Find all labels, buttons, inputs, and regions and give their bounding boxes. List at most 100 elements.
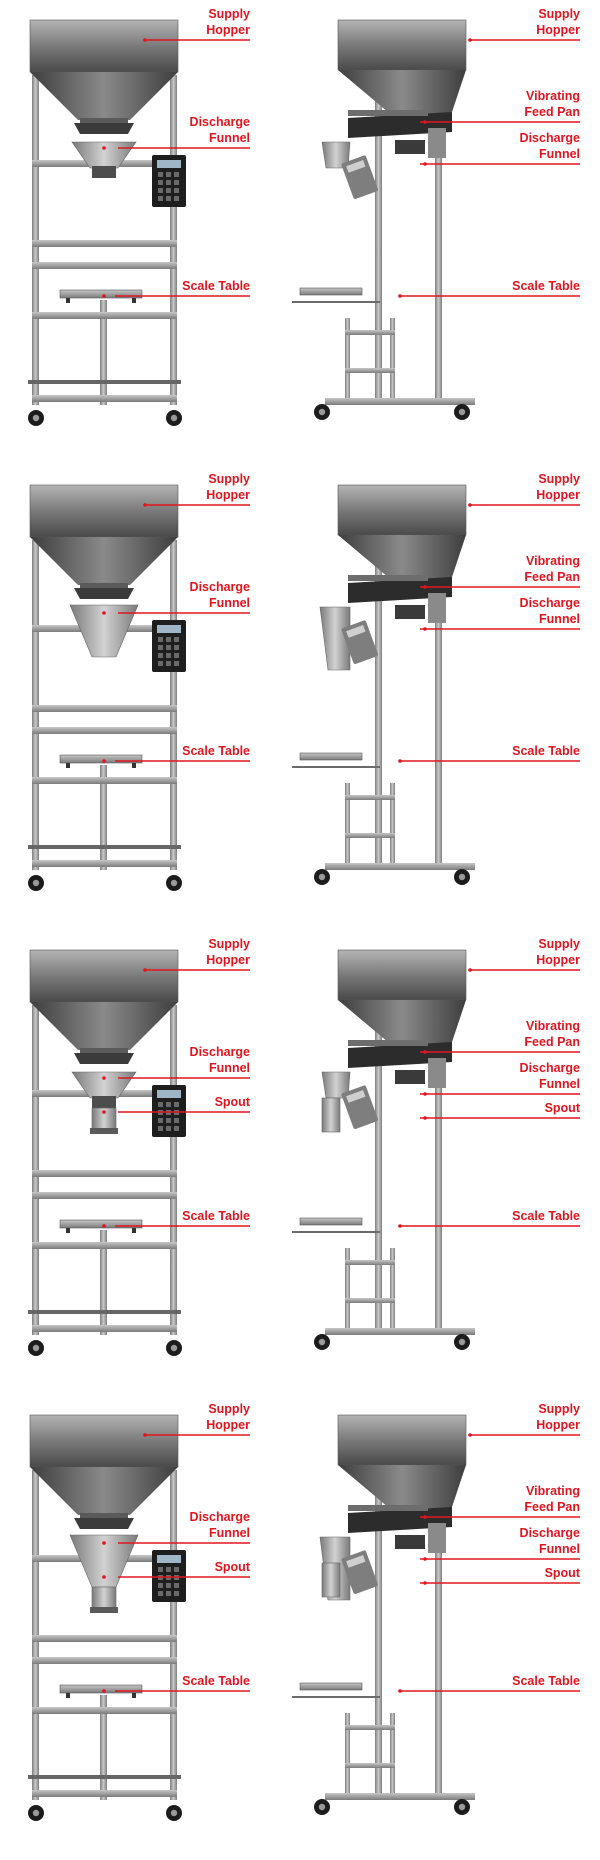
callout-label: Scale Table xyxy=(512,279,580,293)
callout-dot xyxy=(398,759,402,763)
callout-label: Funnel xyxy=(209,1061,250,1075)
control-panel-key xyxy=(174,1118,179,1123)
caster-hub xyxy=(33,1810,39,1816)
control-panel-key xyxy=(166,1567,171,1572)
callout-dot xyxy=(102,1575,106,1579)
caster-hub xyxy=(319,409,325,415)
callout-label: Hopper xyxy=(206,23,250,37)
panel-side-row-1: SupplyHopperVibratingFeed PanDischargeFu… xyxy=(292,472,580,885)
callout-label: Funnel xyxy=(209,596,250,610)
callout-label: Spout xyxy=(215,1560,251,1574)
caster-right xyxy=(166,1340,182,1356)
control-panel-key xyxy=(174,1583,179,1588)
callout-label: Hopper xyxy=(206,1418,250,1432)
supply-hopper-box xyxy=(30,1415,178,1467)
callout-dot xyxy=(102,611,106,615)
caster-hub xyxy=(171,415,177,421)
frame-crossbar xyxy=(32,312,177,319)
panel-side-row-0: SupplyHopperVibratingFeed PanDischargeFu… xyxy=(292,7,580,420)
callout-label: Feed Pan xyxy=(524,1035,580,1049)
caster-hub xyxy=(171,1345,177,1351)
control-panel-display xyxy=(157,1090,181,1098)
control-panel-key xyxy=(174,1102,179,1107)
frame-base-bar xyxy=(325,1328,475,1335)
frame-crossbar xyxy=(32,1170,177,1177)
callout-label: Feed Pan xyxy=(524,1500,580,1514)
funnel-gate xyxy=(92,166,116,178)
control-panel-display xyxy=(157,160,181,168)
control-panel-key xyxy=(166,1583,171,1588)
scale-stand-bar xyxy=(345,330,395,335)
supply-hopper-box xyxy=(30,950,178,1002)
callout-dot xyxy=(423,1581,427,1585)
scale-foot xyxy=(66,298,70,303)
feed-tray xyxy=(74,123,134,134)
control-panel-key xyxy=(158,1591,163,1596)
caster-rear xyxy=(454,869,470,885)
callout-label: Discharge xyxy=(520,131,580,145)
callout-dot xyxy=(423,162,427,166)
control-panel-key xyxy=(174,1591,179,1596)
callout-label: Supply xyxy=(538,472,580,486)
feed-pan-lip xyxy=(348,110,428,116)
side-view-machine xyxy=(292,20,475,420)
caster-front xyxy=(314,404,330,420)
callout-label: Scale Table xyxy=(512,1674,580,1688)
feed-tray xyxy=(74,588,134,599)
frame-crossbar xyxy=(32,395,177,402)
callout-dot xyxy=(468,1433,472,1437)
scale-foot xyxy=(132,1693,136,1698)
frame-crossbar xyxy=(32,1635,177,1642)
callout-dot xyxy=(102,1689,106,1693)
callout-label: Discharge xyxy=(190,580,250,594)
caster-hub xyxy=(459,1804,465,1810)
callout-dot xyxy=(102,1110,106,1114)
control-panel xyxy=(152,155,186,207)
feed-tray xyxy=(74,1518,134,1529)
supply-hopper-box xyxy=(338,950,466,1000)
callout-dot xyxy=(423,1050,427,1054)
panel-front-row-3: SupplyHopperDischargeFunnelSpoutScale Ta… xyxy=(28,1402,251,1821)
frame-base-bar xyxy=(28,1310,181,1314)
control-panel-key xyxy=(166,637,171,642)
scale-stand-bar xyxy=(345,1763,395,1768)
callout-label: Vibrating xyxy=(526,1484,580,1498)
callout-label: Supply xyxy=(208,472,250,486)
callout-dot xyxy=(102,1224,106,1228)
supply-hopper-cone xyxy=(30,72,178,120)
supply-hopper-cone xyxy=(30,1467,178,1515)
side-view-machine xyxy=(292,950,475,1350)
spout xyxy=(322,1563,340,1597)
control-panel-key xyxy=(158,180,163,185)
callout-label: Feed Pan xyxy=(524,105,580,119)
scale-foot xyxy=(132,298,136,303)
callout-scale-table: Scale Table xyxy=(398,279,580,298)
callout-spout: Spout xyxy=(420,1101,581,1120)
caster-hub xyxy=(33,880,39,886)
scale-table-platform xyxy=(300,1683,362,1690)
control-panel-key xyxy=(166,188,171,193)
callout-label: Supply xyxy=(538,937,580,951)
caster-hub xyxy=(319,1339,325,1345)
supply-hopper-box xyxy=(338,1415,466,1465)
control-panel-key xyxy=(166,1118,171,1123)
callout-dot xyxy=(423,1557,427,1561)
callout-label: Spout xyxy=(545,1101,581,1115)
callout-dot xyxy=(102,1076,106,1080)
scale-table-platform xyxy=(60,1220,142,1228)
control-panel-key xyxy=(174,196,179,201)
caster-front xyxy=(314,869,330,885)
front-view-machine xyxy=(28,485,186,891)
panel-front-row-0: SupplyHopperDischargeFunnelScale Table xyxy=(28,7,250,426)
frame-crossbar xyxy=(32,1790,177,1797)
panel-front-row-1: SupplyHopperDischargeFunnelScale Table xyxy=(28,472,250,891)
caster-right xyxy=(166,1805,182,1821)
frame-crossbar xyxy=(32,1192,177,1199)
callout-label: Funnel xyxy=(539,1077,580,1091)
scale-stand-bar xyxy=(345,368,395,373)
frame-crossbar xyxy=(32,262,177,269)
supply-hopper-box xyxy=(30,20,178,72)
frame-crossbar xyxy=(32,1242,177,1249)
callout-dot xyxy=(468,968,472,972)
callout-label: Discharge xyxy=(520,596,580,610)
